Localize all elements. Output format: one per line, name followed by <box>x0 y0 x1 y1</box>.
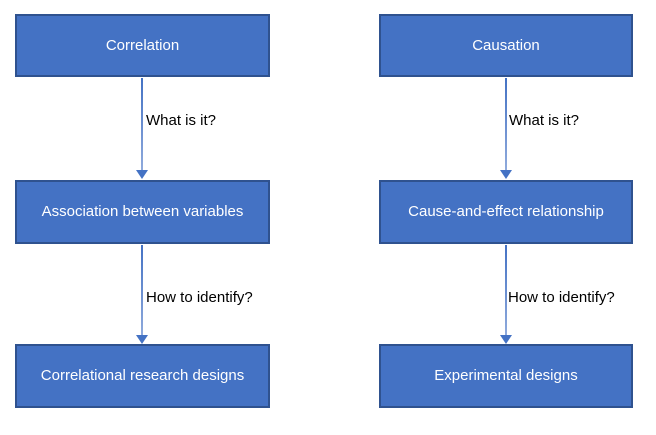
arrow-label-how-right: How to identify? <box>508 289 615 306</box>
arrow-label-how-left: How to identify? <box>146 289 253 306</box>
node-experimental-designs-label: Experimental designs <box>434 367 578 385</box>
node-correlation-label: Correlation <box>105 36 180 54</box>
arrow-line-correlation-2 <box>141 245 143 335</box>
node-causation: Causation <box>379 14 633 77</box>
arrow-head-icon <box>500 335 512 344</box>
arrow-label-what-left: What is it? <box>146 112 217 129</box>
node-causation-label: Causation <box>472 36 540 54</box>
node-association-label: Association between variables <box>41 203 244 221</box>
node-association-between-variables: Association between variables <box>15 180 270 244</box>
arrow-label-what-right: What is it? <box>509 112 580 129</box>
arrow-line-causation-1 <box>505 78 507 170</box>
arrow-head-icon <box>136 170 148 179</box>
node-correlational-research-designs: Correlational research designs <box>15 344 270 408</box>
arrow-head-icon <box>500 170 512 179</box>
node-correlational-designs-label: Correlational research designs <box>40 367 245 385</box>
node-correlation: Correlation <box>15 14 270 77</box>
arrow-head-icon <box>136 335 148 344</box>
arrow-line-correlation-1 <box>141 78 143 170</box>
node-cause-effect-label: Cause-and-effect relationship <box>408 203 604 221</box>
node-cause-and-effect-relationship: Cause-and-effect relationship <box>379 180 633 244</box>
node-experimental-designs: Experimental designs <box>379 344 633 408</box>
arrow-line-causation-2 <box>505 245 507 335</box>
